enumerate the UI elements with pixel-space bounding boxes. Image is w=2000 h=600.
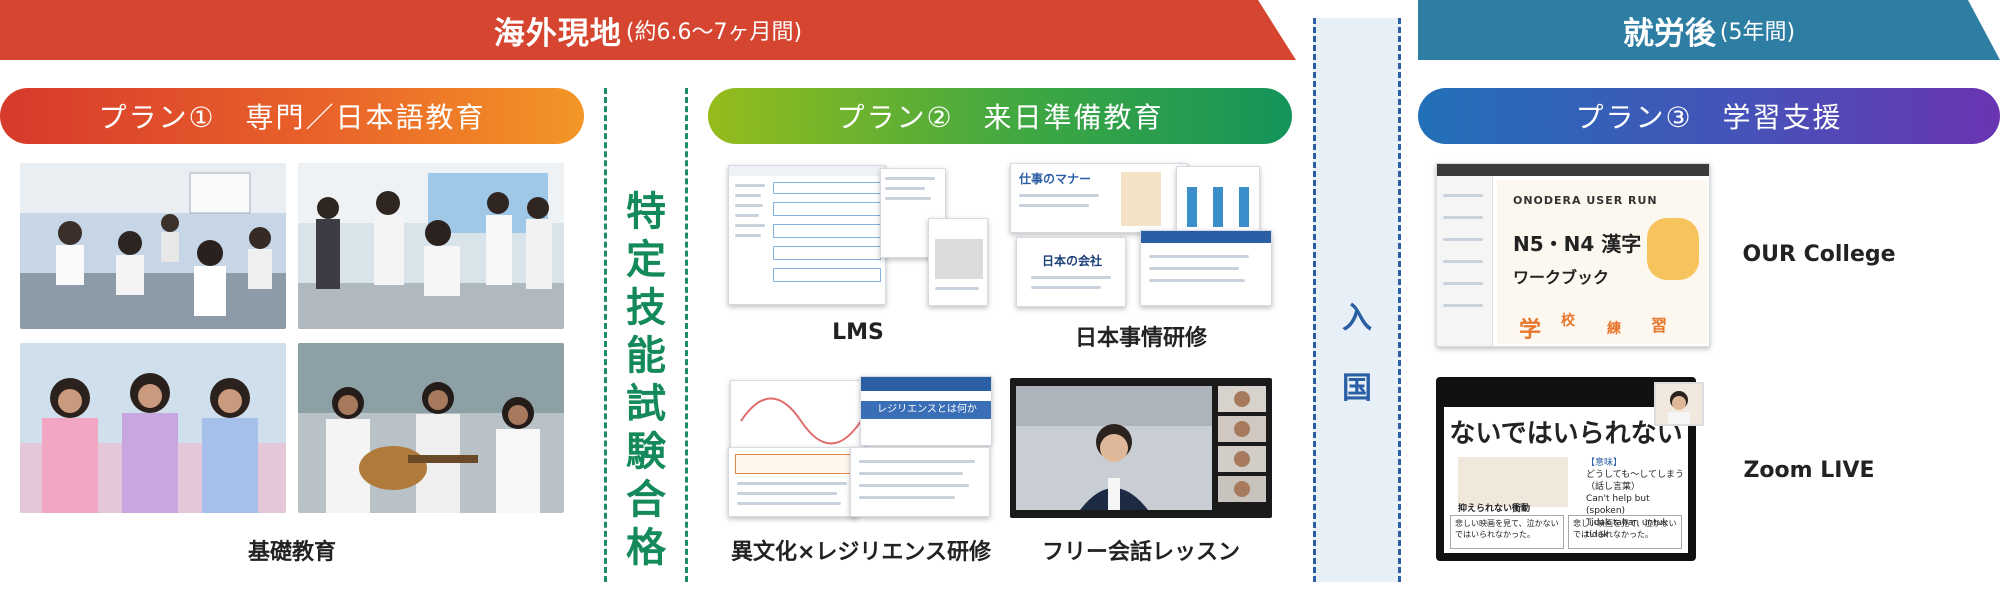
resilience-slide-title: レジリエンスとは何か (861, 401, 991, 419)
certification-char: 技 (626, 285, 666, 331)
zoom-grammar-line3: Tidak tahan untuk tidak (1586, 518, 1668, 540)
zoom-illustration-caption: 抑えられない衝動 (1458, 504, 1531, 514)
post-employment-duration: (5年間) (1719, 20, 1796, 45)
certification-char: 格 (626, 525, 666, 571)
japan-time-slide (1140, 230, 1272, 306)
yukata-photo (20, 343, 286, 513)
zoom-example-2: 悲しい映画を見て、泣かないではいられなかった。 (1568, 515, 1682, 549)
zoom-slide: ないではいられない 【意味】 どうしても～してしまう（話し言葉） Can't h… (1444, 407, 1688, 553)
plan1-pill: プラン① 専門／日本語教育 (0, 88, 584, 144)
conversation-lesson-caption: フリー会話レッスン (1041, 540, 1240, 565)
our-college-screenshot: ONODERA USER RUN N5・N4 漢字 ワークブック 学 校 練 習 (1436, 163, 1710, 347)
our-college-caption: OUR College (1742, 242, 1896, 267)
certification-char: 験 (626, 429, 666, 475)
dormitory-photo (298, 163, 564, 329)
workbook-kanji-1: 学 (1519, 318, 1542, 343)
post-employment-header: 就労後 (5年間) (1418, 0, 2000, 60)
resilience-graph-slide (730, 380, 866, 450)
certification-char: 特 (626, 189, 666, 235)
entry-column: 入 国 (1313, 18, 1401, 582)
resilience-table-slide (728, 447, 858, 517)
mascot-image (1647, 218, 1699, 280)
classroom-photo (20, 163, 286, 329)
resilience-list-slide (850, 447, 990, 517)
zoom-live-caption: Zoom LIVE (1743, 458, 1875, 483)
workbook-kanji-3: 練 (1607, 321, 1621, 337)
zoom-teacher-video (1654, 382, 1704, 426)
resilience-title-slide: レジリエンスとは何か (860, 376, 992, 446)
guitar-photo (298, 343, 564, 513)
workbook-kanji-4: 習 (1651, 316, 1668, 335)
zoom-grammar-label: 【意味】 (1586, 458, 1623, 468)
zoom-illustration (1458, 457, 1568, 507)
workbook-title: N5・N4 漢字 (1513, 232, 1642, 256)
certification-char: 試 (626, 381, 666, 427)
zoom-slide-title: ないではいられない (1449, 419, 1683, 449)
lms-worksheet-screenshot (928, 218, 988, 306)
plan3-pill: プラン③ 学習支援 (1418, 88, 2000, 144)
post-employment-title: 就労後 (1622, 15, 1716, 52)
resilience-caption: 異文化×レジリエンス研修 (731, 540, 991, 565)
company-slide-title: 日本の会社 (1041, 254, 1102, 268)
japan-manner-slide: 仕事のマナー (1010, 163, 1188, 233)
zoom-example-1: 悲しい映画を見て、泣かないではいられなかった。 (1450, 515, 1564, 549)
zoom-live-screenshot: ないではいられない 【意味】 どうしても～してしまう（話し言葉） Can't h… (1436, 377, 1696, 561)
entry-char-1: 入 (1342, 301, 1372, 336)
certification-char: 定 (626, 237, 666, 283)
overseas-phase-duration: (約6.6～7ヶ月間) (625, 20, 803, 45)
certification-char: 合 (626, 477, 666, 523)
japan-company-slide: 日本の会社 (1016, 237, 1126, 307)
overseas-phase-title: 海外現地 (493, 15, 622, 52)
zoom-grammar-box: 【意味】 どうしても～してしまう（話し言葉） Can't help but (s… (1586, 457, 1685, 540)
zoom-grammar-line2: Can't help but (spoken) (1586, 494, 1650, 516)
japan-bow-slide (1176, 166, 1260, 236)
zoom-grammar-line1: どうしても～してしまう（話し言葉） (1586, 470, 1685, 492)
lms-caption: LMS (832, 320, 884, 345)
manner-slide-title: 仕事のマナー (1019, 172, 1092, 186)
plan2-pill: プラン② 来日準備教育 (708, 88, 1292, 144)
certification-column: 特定技能試験合格 (604, 88, 688, 582)
certification-char: 能 (626, 333, 666, 379)
entry-char-2: 国 (1342, 371, 1372, 406)
lms-screenshot (728, 165, 886, 305)
conversation-lesson-screenshot (1010, 378, 1272, 518)
workbook-brand: ONODERA USER RUN (1513, 194, 1658, 207)
certification-text: 特定技能試験合格 (607, 188, 685, 572)
basic-education-caption: 基礎教育 (247, 540, 336, 565)
workbook-subtitle: ワークブック (1513, 268, 1610, 287)
workbook-kanji-2: 校 (1561, 313, 1575, 329)
japan-circumstances-caption: 日本事情研修 (1074, 326, 1207, 351)
overseas-phase-header: 海外現地 (約6.6～7ヶ月間) (0, 0, 1296, 60)
